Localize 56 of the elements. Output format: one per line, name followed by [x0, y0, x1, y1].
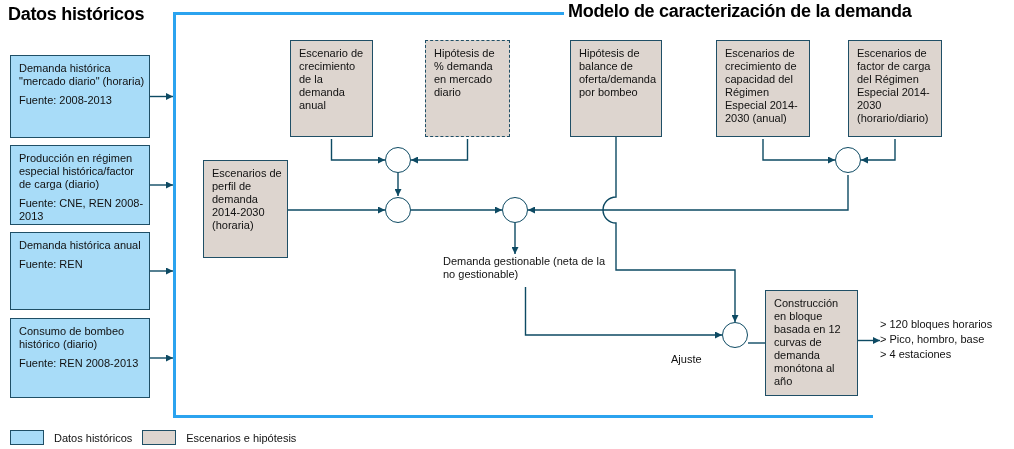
connector	[527, 174, 849, 214]
scenario-box	[425, 40, 510, 137]
connector	[410, 206, 503, 214]
connector	[762, 138, 836, 164]
scenario-box	[716, 40, 810, 137]
node-text: Escenario de crecimiento de la demanda anual	[299, 47, 365, 112]
section-heading: Datos históricos	[8, 4, 145, 25]
data-box	[10, 232, 150, 310]
connector	[287, 206, 386, 214]
scenario-box	[848, 40, 942, 137]
frame-title: Modelo de caracterización de la demanda	[568, 1, 912, 22]
connector	[149, 354, 174, 362]
connector	[602, 136, 739, 323]
connector	[149, 93, 174, 100]
connector	[149, 267, 174, 275]
connector	[857, 337, 881, 344]
junction-circle	[385, 197, 411, 223]
node-text: Producción en régimen especial histórica/factor de carga (diario)	[19, 152, 135, 191]
scenario-box	[570, 40, 662, 137]
node-text: Escenarios de crecimiento de capacidad del Régimen Especial 2014-2030 (anual)	[725, 47, 799, 125]
connector	[330, 138, 386, 164]
node-text: Fuente: 2008-2013	[19, 94, 113, 107]
node-text: Hipótesis de % demanda en mercado diario	[434, 47, 496, 99]
node-text: Fuente: REN	[19, 258, 84, 271]
node-text: Escenarios de factor de carga del Régimen Especial 2014-2030 (horario/diario)	[857, 47, 932, 125]
node-text: Consumo de bombeo histórico (diario)	[19, 325, 126, 351]
connector	[394, 172, 402, 197]
node-text: Fuente: CNE, REN 2008-2013	[19, 197, 145, 223]
data-box	[10, 55, 150, 138]
connector	[149, 181, 174, 189]
node-text: > 120 bloques horarios	[880, 318, 994, 331]
node-text: > 4 estaciones	[880, 348, 953, 361]
connector	[747, 342, 766, 344]
scenario-box	[290, 40, 373, 137]
node-text: Demanda gestionable (neta de la no gestionable)	[443, 255, 607, 281]
node-text: Escenarios de perfil de demanda 2014-2030 (horaria)	[212, 167, 283, 232]
node-text: Hipótesis de balance de oferta/demanda por bombeo	[579, 47, 657, 99]
node-text: Demanda histórica "mercado diario" (horaria)	[19, 62, 145, 88]
side-label: Ajuste	[671, 353, 702, 365]
scenario-box	[765, 290, 858, 396]
node-text: Demanda histórica anual	[19, 239, 142, 252]
junction-circle	[835, 147, 861, 173]
connector	[860, 138, 896, 164]
scenario-box	[203, 160, 288, 258]
data-box	[10, 145, 150, 225]
node-text: > Pico, hombro, base	[880, 333, 986, 346]
node-text: Construcción en bloque basada en 12 curvas de demanda monótona al año	[774, 297, 842, 388]
junction-circle	[385, 147, 411, 173]
connector	[524, 286, 723, 339]
legend-text: Datos históricos	[54, 431, 133, 444]
legend-text: Escenarios e hipótesis	[186, 431, 297, 444]
node-text: Fuente: REN 2008-2013	[19, 357, 140, 370]
connector	[511, 222, 519, 255]
junction-circle	[502, 197, 528, 223]
connector	[410, 138, 469, 164]
data-box	[10, 318, 150, 398]
